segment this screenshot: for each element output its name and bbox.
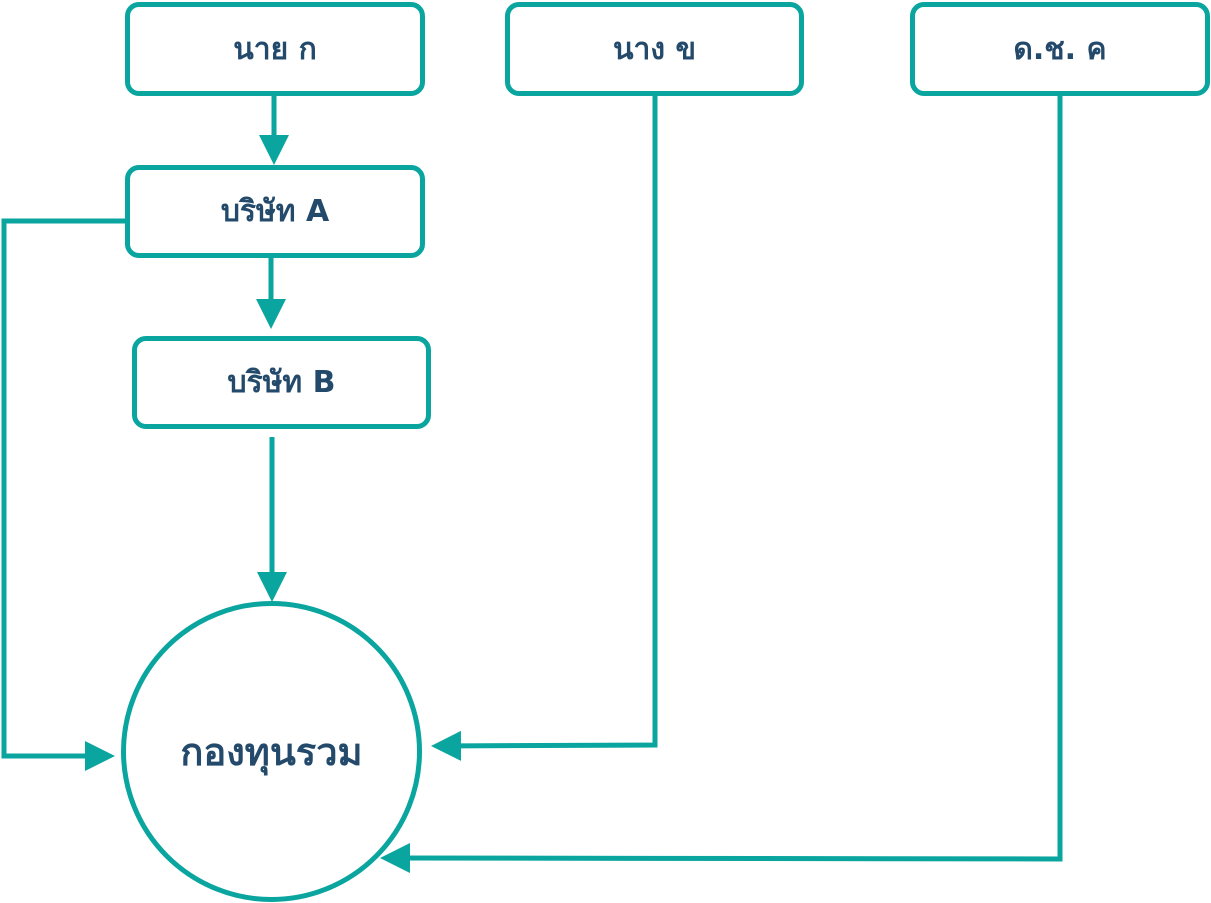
node-mrs-b: นาง ข <box>505 2 804 96</box>
node-company-b: บริษัท B <box>132 336 431 429</box>
node-mr-a: นาย ก <box>125 2 425 96</box>
node-miss-c-label: ด.ช. ค <box>1013 31 1107 67</box>
node-miss-c: ด.ช. ค <box>910 2 1210 96</box>
node-company-a: บริษัท A <box>125 165 425 258</box>
node-company-b-label: บริษัท B <box>227 365 336 400</box>
node-company-a-label: บริษัท A <box>220 194 330 229</box>
node-mutual-fund: กองทุนรวม <box>121 601 422 902</box>
node-mrs-b-label: นาง ข <box>613 31 696 67</box>
edge-miss-c-to-fund <box>380 96 1063 874</box>
edge-company-a-to-fund <box>1 218 125 771</box>
node-mutual-fund-label: กองทุนรวม <box>180 730 363 774</box>
edge-mrs-b-to-fund <box>431 96 658 761</box>
node-mr-a-label: นาย ก <box>233 31 317 67</box>
